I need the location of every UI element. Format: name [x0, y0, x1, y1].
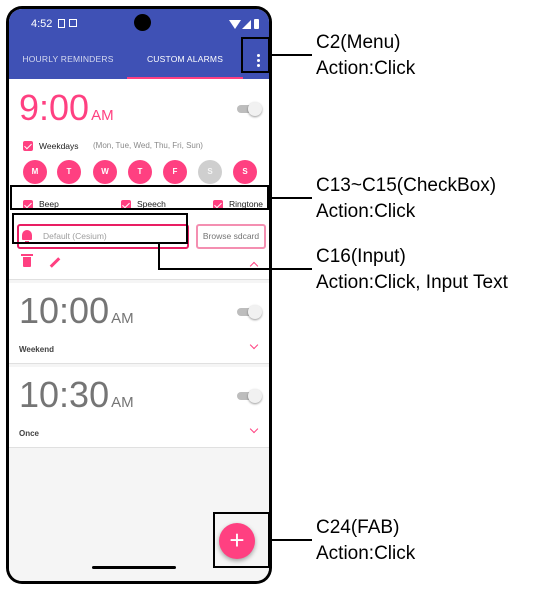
annotation-label-menu: C2(Menu) Action:Click: [316, 30, 415, 82]
add-alarm-fab[interactable]: +: [219, 523, 255, 559]
tab-bar: HOURLY REMINDERS CUSTOM ALARMS: [9, 40, 269, 79]
menu-dot-icon: [257, 64, 260, 67]
overflow-menu-button[interactable]: [248, 48, 268, 72]
menu-dot-icon: [257, 59, 260, 62]
alarm-time-value: 9:00: [19, 87, 90, 128]
day-toggle-thursday[interactable]: T: [128, 160, 152, 184]
edit-icon[interactable]: [49, 257, 61, 268]
annotation-connector: [270, 539, 312, 541]
status-time: 4:52: [31, 18, 53, 30]
camera-cutout: [134, 14, 151, 31]
delete-icon[interactable]: [21, 254, 33, 267]
annotation-label-checkboxes: C13~C15(CheckBox) Action:Click: [316, 173, 496, 225]
browse-sdcard-button[interactable]: Browse sdcard: [196, 224, 266, 249]
alarm-ampm: AM: [91, 107, 114, 124]
alarm-repeat-label: Weekend: [19, 345, 54, 354]
annotation-title: C16(Input): [316, 246, 406, 267]
day-toggle-monday[interactable]: M: [23, 160, 47, 184]
menu-dot-icon: [257, 54, 260, 57]
annotation-box-input: [12, 213, 188, 244]
signal-icon: [242, 20, 251, 29]
phone-frame: 4:52 HOURLY REMINDERS CUSTOM ALARMS 9:00…: [6, 6, 272, 584]
speech-checkbox[interactable]: [121, 200, 131, 210]
annotation-label-fab: C24(FAB) Action:Click: [316, 515, 415, 567]
sim-icon: [58, 19, 65, 28]
ringtone-checkbox[interactable]: [213, 200, 223, 210]
battery-icon: [254, 19, 259, 29]
alarm-time-value: 10:30: [19, 374, 110, 415]
alarm-enable-toggle[interactable]: [237, 389, 262, 403]
annotation-box-checkboxes: [10, 185, 269, 210]
alarm-enable-toggle[interactable]: [237, 102, 262, 116]
wifi-icon: [229, 20, 241, 29]
speech-label: Speech: [137, 199, 166, 209]
alarm-ampm: AM: [111, 394, 134, 411]
annotation-box-fab: [213, 512, 270, 568]
beep-label: Beep: [39, 199, 59, 209]
weekdays-detail: (Mon, Tue, Wed, Thu, Fri, Sun): [93, 141, 203, 150]
annotation-action: Action:Click, Input Text: [316, 272, 508, 293]
alarm-ampm: AM: [111, 310, 134, 327]
alarm-time-value: 10:00: [19, 290, 110, 331]
weekdays-checkbox[interactable]: [23, 141, 33, 151]
annotation-action: Action:Click: [316, 201, 416, 222]
beep-checkbox[interactable]: [23, 200, 33, 210]
tab-custom-alarms[interactable]: CUSTOM ALARMS: [127, 40, 243, 79]
annotation-connector: [158, 244, 160, 270]
notification-icon: [69, 19, 77, 27]
day-toggle-friday[interactable]: F: [163, 160, 187, 184]
ringtone-label: Ringtone: [229, 199, 264, 209]
bell-icon: [22, 230, 32, 240]
alarm-enable-toggle[interactable]: [237, 305, 262, 319]
weekdays-label: Weekdays: [39, 141, 79, 151]
tab-hourly-reminders[interactable]: HOURLY REMINDERS: [22, 54, 114, 64]
expand-chevron-icon[interactable]: [249, 424, 259, 434]
annotation-connector: [158, 268, 312, 270]
annotation-action: Action:Click: [316, 543, 416, 564]
annotation-box-menu: [241, 37, 270, 73]
annotation-title: C24(FAB): [316, 517, 400, 538]
ringtone-input[interactable]: [17, 224, 189, 249]
annotation-connector: [270, 54, 312, 56]
status-bar: 4:52: [9, 9, 269, 40]
alarm-repeat-label: Once: [19, 429, 40, 438]
app-screen: 4:52 HOURLY REMINDERS CUSTOM ALARMS 9:00…: [9, 9, 269, 581]
day-toggle-wednesday[interactable]: W: [93, 160, 117, 184]
annotation-connector: [269, 197, 312, 199]
annotation-action: Action:Click: [316, 58, 416, 79]
annotation-title: C2(Menu): [316, 32, 401, 53]
annotation-title: C13~C15(CheckBox): [316, 175, 497, 196]
gesture-nav-bar: [92, 566, 176, 569]
day-toggle-saturday[interactable]: S: [198, 160, 222, 184]
annotation-label-input: C16(Input) Action:Click, Input Text: [316, 244, 508, 296]
day-toggle-sunday[interactable]: S: [233, 160, 257, 184]
day-toggle-tuesday[interactable]: T: [57, 160, 81, 184]
ringtone-value: Default (Cesium): [43, 231, 107, 241]
expand-chevron-icon[interactable]: [249, 340, 259, 350]
